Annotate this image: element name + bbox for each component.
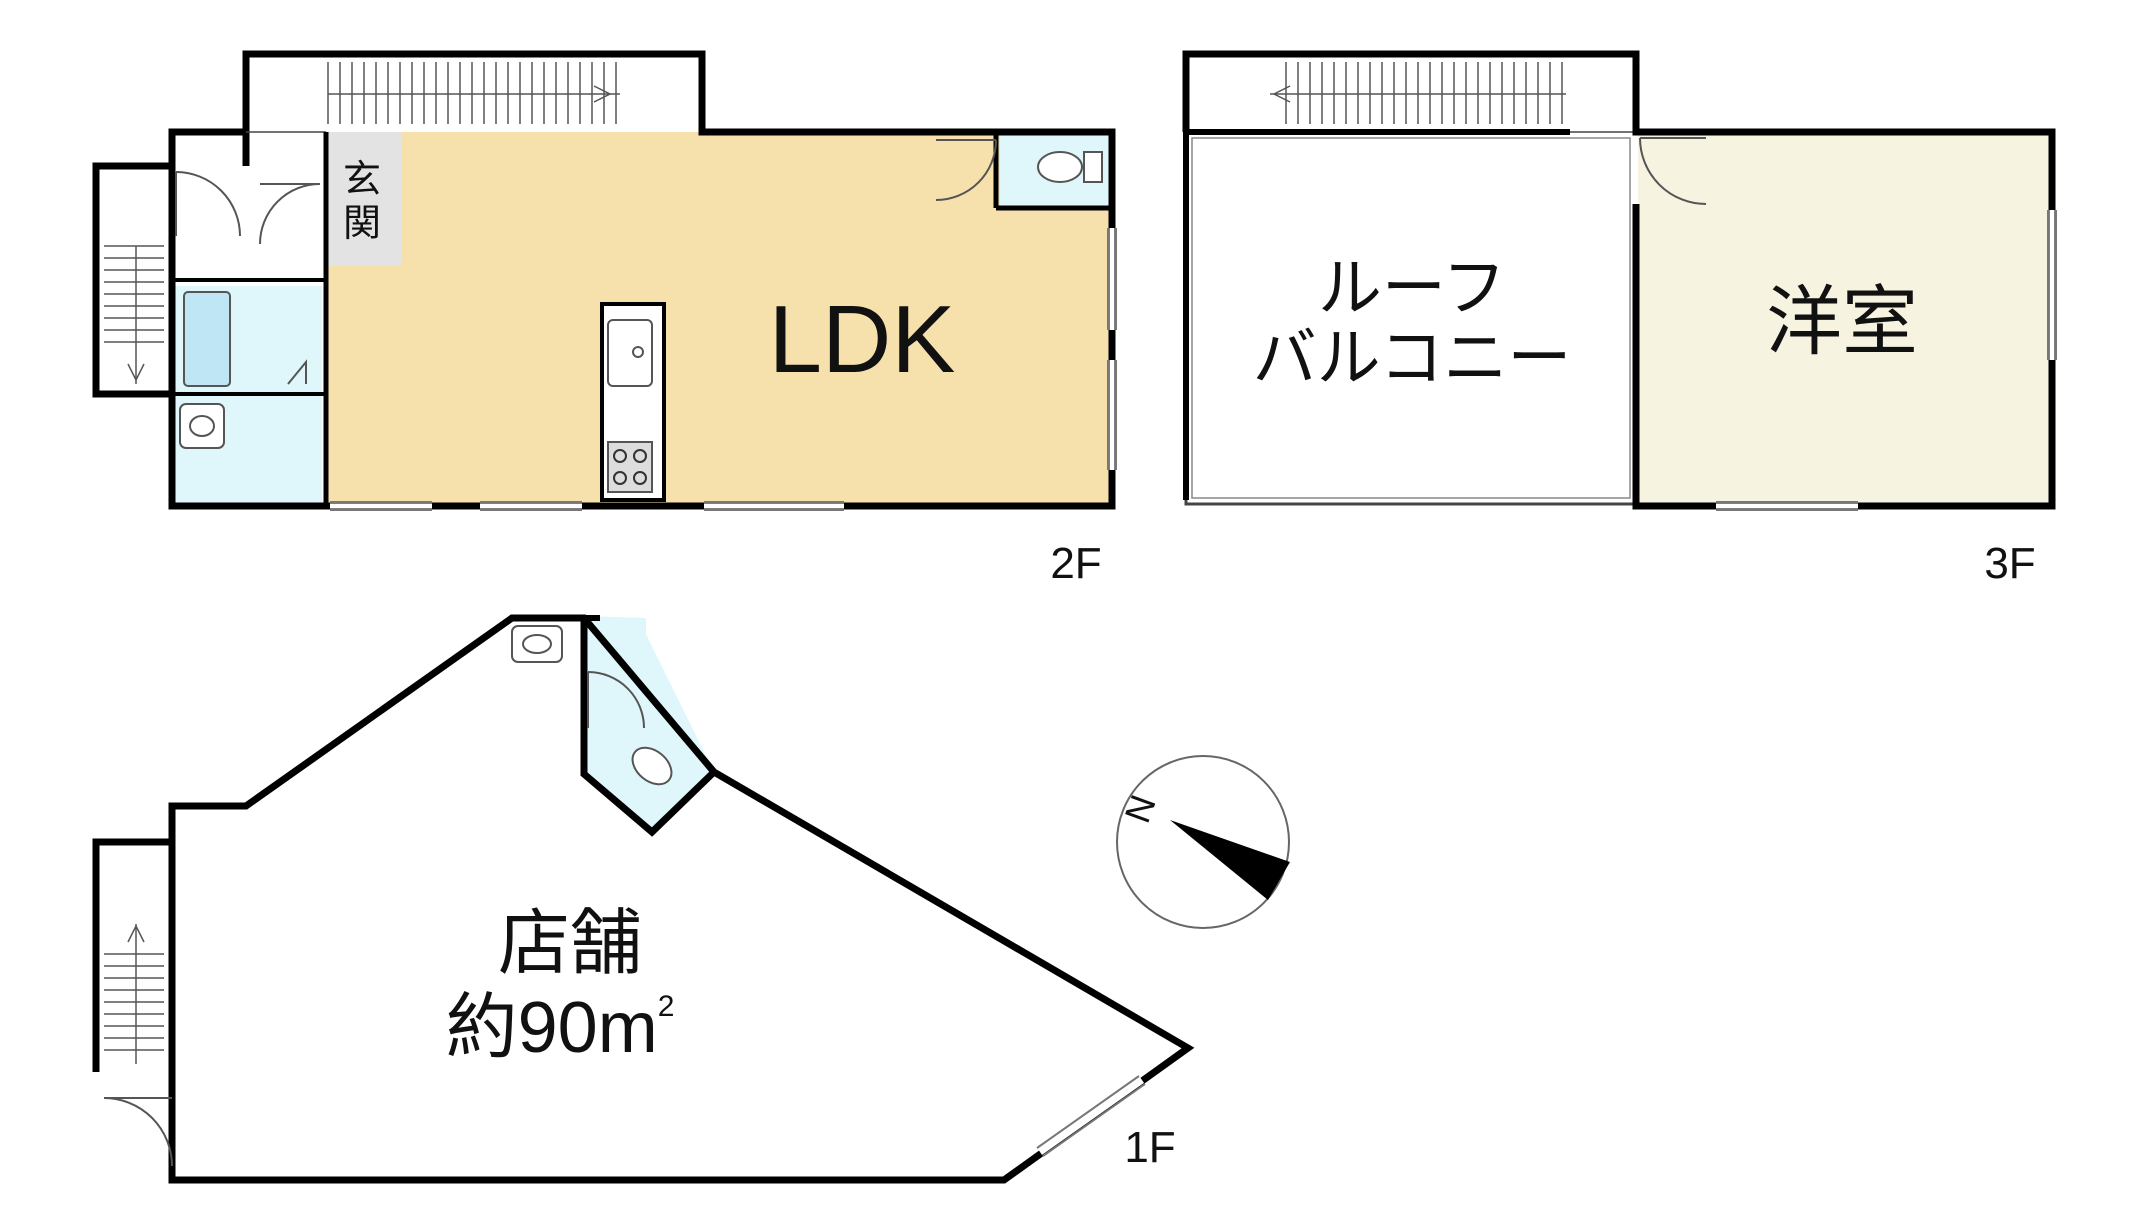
room-label-store: 店舗 <box>498 904 642 984</box>
stairs-icon <box>1270 62 1566 124</box>
room-label-roof-balcony-1: ルーフ <box>1318 252 1506 324</box>
bathtub-icon <box>183 291 231 387</box>
window-markers <box>1716 210 2057 511</box>
toilet-icon <box>1037 151 1103 183</box>
room-label-ldk: LDK <box>769 286 956 393</box>
floor-3f: ルーフ バルコニー 洋室 3F <box>1182 50 2057 588</box>
stove-icon <box>607 441 653 493</box>
stairs-icon <box>327 62 620 124</box>
floor-label-2f: 2F <box>1050 539 1101 588</box>
room-label-entrance-1: 玄 <box>343 159 381 201</box>
window-markers <box>330 228 1117 511</box>
door-swing-icon <box>175 139 997 245</box>
window-markers <box>1036 1075 1146 1157</box>
floor-1f: 店舗 約90m2 1F <box>92 614 1195 1184</box>
washbasin-icon <box>511 625 563 663</box>
toilet-icon <box>631 746 673 786</box>
room-label-store-area: 約90m2 <box>446 988 675 1068</box>
room-label-entrance-2: 関 <box>343 203 381 245</box>
floor-label-1f: 1F <box>1124 1123 1175 1172</box>
door-swing-icon <box>103 1097 173 1167</box>
entrance-area <box>326 132 402 266</box>
floor-2f: 玄 関 LDK 2F <box>92 50 1117 588</box>
ldk-area <box>326 132 1112 504</box>
door-swing-icon <box>587 671 645 729</box>
door-swing-icon <box>1639 137 1707 205</box>
washbasin-icon <box>179 403 225 449</box>
store-area-value: 約90m <box>446 988 658 1068</box>
room-label-western-room: 洋室 <box>1766 280 1918 365</box>
compass-icon: N <box>1116 755 1290 929</box>
stairs-icon <box>104 924 164 1064</box>
store-area-unit-superscript: 2 <box>658 990 675 1023</box>
western-room-area <box>1638 132 2052 504</box>
floor-label-3f: 3F <box>1984 539 2035 588</box>
room-label-roof-balcony-2: バルコニー <box>1253 322 1572 394</box>
door-swing-icon <box>287 359 307 385</box>
stairs-icon <box>104 245 164 384</box>
kitchen-sink-icon <box>607 319 653 387</box>
